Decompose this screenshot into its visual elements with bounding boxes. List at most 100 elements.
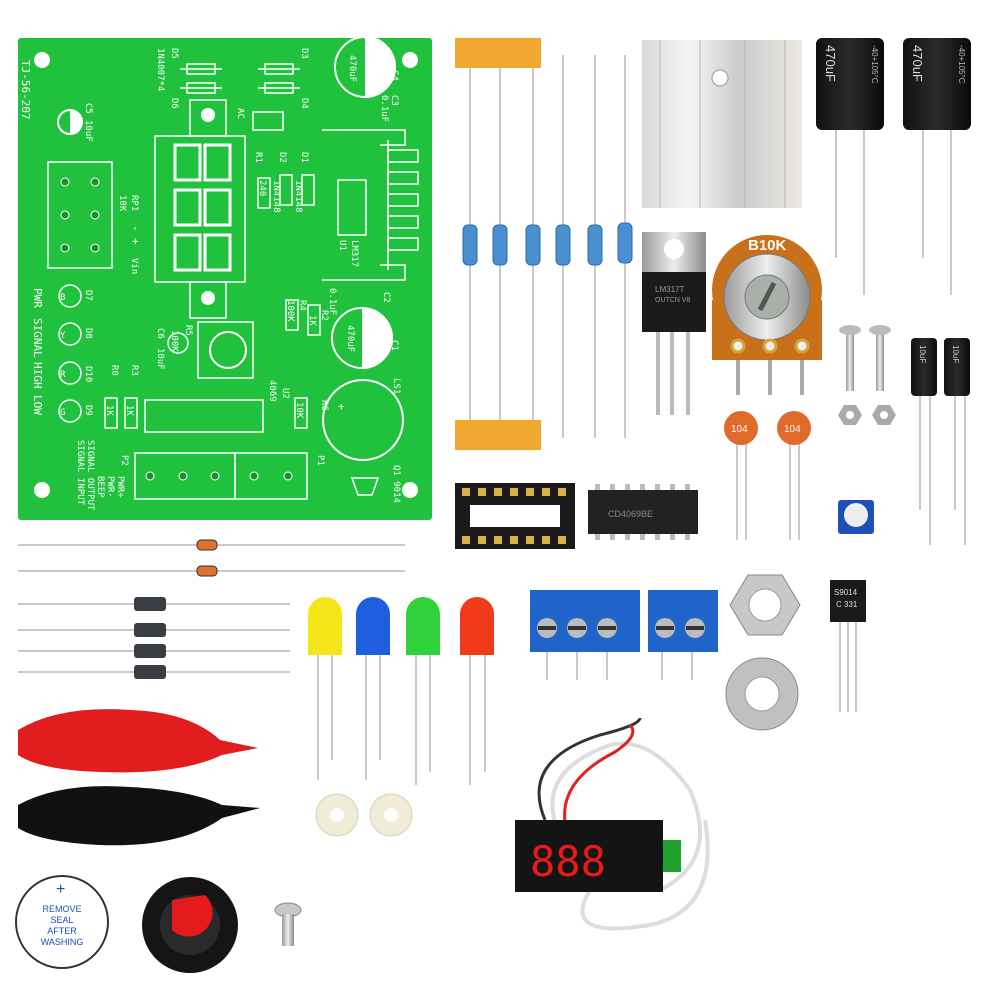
resistor-strip: [455, 38, 633, 450]
ic-label: CD4069BE: [608, 509, 653, 519]
label-rp1-value: 10K: [117, 195, 127, 212]
led-green: [406, 597, 440, 655]
buzzer-plus: +: [56, 881, 65, 898]
cap1-label: 470uF: [823, 45, 838, 82]
electrolytic-capacitor-10uf: 10uF 10uF: [911, 338, 970, 545]
label-q1: Q1 9014: [391, 465, 401, 503]
regulator-label: LM317T: [655, 285, 684, 294]
label-d2-part: 1N4148: [271, 180, 281, 213]
regulator-code: OUTCN V8: [655, 297, 691, 304]
label-c2-value: 0.1uF: [327, 288, 337, 315]
label-d4: D4: [299, 98, 309, 109]
transistor-s9014: S9014 C 331: [830, 580, 866, 712]
label-u2: U2: [280, 388, 290, 399]
label-r4: R4: [297, 300, 307, 311]
label-r2-value: 1K: [307, 315, 317, 326]
label-c6: C6: [155, 328, 165, 339]
hex-nut: [729, 574, 801, 636]
label-d5: D5: [169, 48, 179, 59]
label-c1-value: 470uF: [345, 325, 355, 352]
cap1-temp: -40+105°C: [870, 45, 879, 84]
label-r0-value: 1K: [104, 405, 114, 416]
label-d1-part: 1N4148: [293, 180, 303, 213]
label-pwr: PWR: [31, 288, 44, 308]
cap2-label: 470uF: [910, 45, 925, 82]
label-d1: D1: [299, 152, 309, 163]
pcb-board: TJ-56-207 D5 1N4007*4 D6 D3 D4 470uF C4 …: [18, 36, 432, 520]
label-ls1: LS1: [391, 378, 401, 394]
label-c1: C1: [389, 340, 399, 351]
label-d7: D7: [83, 290, 93, 301]
label-plus: +: [129, 238, 142, 245]
transistor-code: C 331: [836, 600, 858, 609]
label-d10: D10: [83, 366, 93, 382]
label-vin: Vin: [129, 258, 139, 274]
label-pin-pwr-plus: PWR+: [115, 476, 125, 498]
label-r2: R2: [319, 310, 329, 321]
pot-label: B10K: [748, 237, 787, 254]
buzzer-text-line1: REMOVE: [42, 904, 81, 914]
label-c2: C2: [381, 292, 391, 303]
cap2-temp: -40+105°C: [957, 45, 966, 84]
label-p2: P2: [119, 455, 129, 466]
small-cap1-label: 10uF: [918, 345, 927, 363]
buzzer-text-line4: WASHING: [41, 937, 84, 947]
label-u1-part: LM317: [349, 240, 359, 267]
label-c5-value: 10uF: [83, 120, 93, 142]
label-d6: D6: [169, 98, 179, 109]
buzzer-text-line2: SEAL: [50, 915, 73, 925]
label-u1: U1: [337, 240, 347, 251]
label-r5-value: 100K: [169, 330, 179, 352]
electrolytic-capacitor-470uf: 470uF 470uF -40+105°C -40+105°C: [816, 38, 971, 295]
small-screw: [274, 902, 302, 946]
led-red: [460, 597, 494, 655]
nylon-spacers: [315, 793, 413, 837]
mounting-holes: [34, 52, 418, 498]
label-r6-value: 10K: [294, 402, 304, 419]
trimmer-potentiometer: [838, 500, 874, 534]
label-c3: C3: [389, 95, 399, 106]
label-low: LOW: [31, 395, 44, 415]
screws-and-nuts: [838, 325, 896, 425]
leds: [308, 597, 494, 785]
ic-socket: [455, 483, 575, 549]
label-d8: D8: [83, 328, 93, 339]
voltmeter-module: 888: [515, 717, 710, 931]
label-r1-value: 240: [257, 180, 267, 196]
label-c3-value: 0.1uF: [379, 95, 389, 122]
label-c4: C4: [389, 70, 399, 81]
label-led-y: Y: [60, 331, 66, 341]
ceramic-cap2-label: 104: [784, 424, 801, 435]
label-rp1: RP1: [129, 195, 139, 211]
voltage-regulator-lm317: LM317T OUTCN V8: [642, 232, 706, 415]
led-yellow: [308, 597, 342, 655]
alligator-clip-red: [18, 709, 258, 773]
diodes: [18, 539, 405, 679]
label-d9: D9: [83, 405, 93, 416]
transistor-label: S9014: [834, 588, 858, 597]
label-c4-value: 470uF: [347, 55, 357, 82]
label-r3: R3: [129, 365, 139, 376]
label-led-b: B: [60, 293, 65, 303]
ls1-plus: +: [338, 400, 345, 413]
label-u2-part: 4069: [267, 380, 277, 402]
board-id: TJ-56-207: [19, 60, 32, 120]
label-d2: D2: [277, 152, 287, 163]
label-led-r: R: [60, 370, 66, 380]
ic-chip-4069: CD4069BE: [588, 484, 698, 540]
label-ac: AC: [235, 108, 245, 119]
label-signal: SIGNAL: [31, 318, 44, 358]
small-cap2-label: 10uF: [951, 345, 960, 363]
label-r4-value: 100K: [285, 300, 295, 322]
label-c5: C5: [83, 103, 93, 114]
label-high: HIGH: [31, 362, 44, 389]
label-minus: -: [129, 225, 142, 232]
label-d3: D3: [299, 48, 309, 59]
voltmeter-display: 888: [530, 837, 606, 886]
led-blue: [356, 597, 390, 655]
buzzer-text-line3: AFTER: [47, 926, 77, 936]
washer: [725, 657, 799, 731]
label-r1: R1: [253, 152, 263, 163]
